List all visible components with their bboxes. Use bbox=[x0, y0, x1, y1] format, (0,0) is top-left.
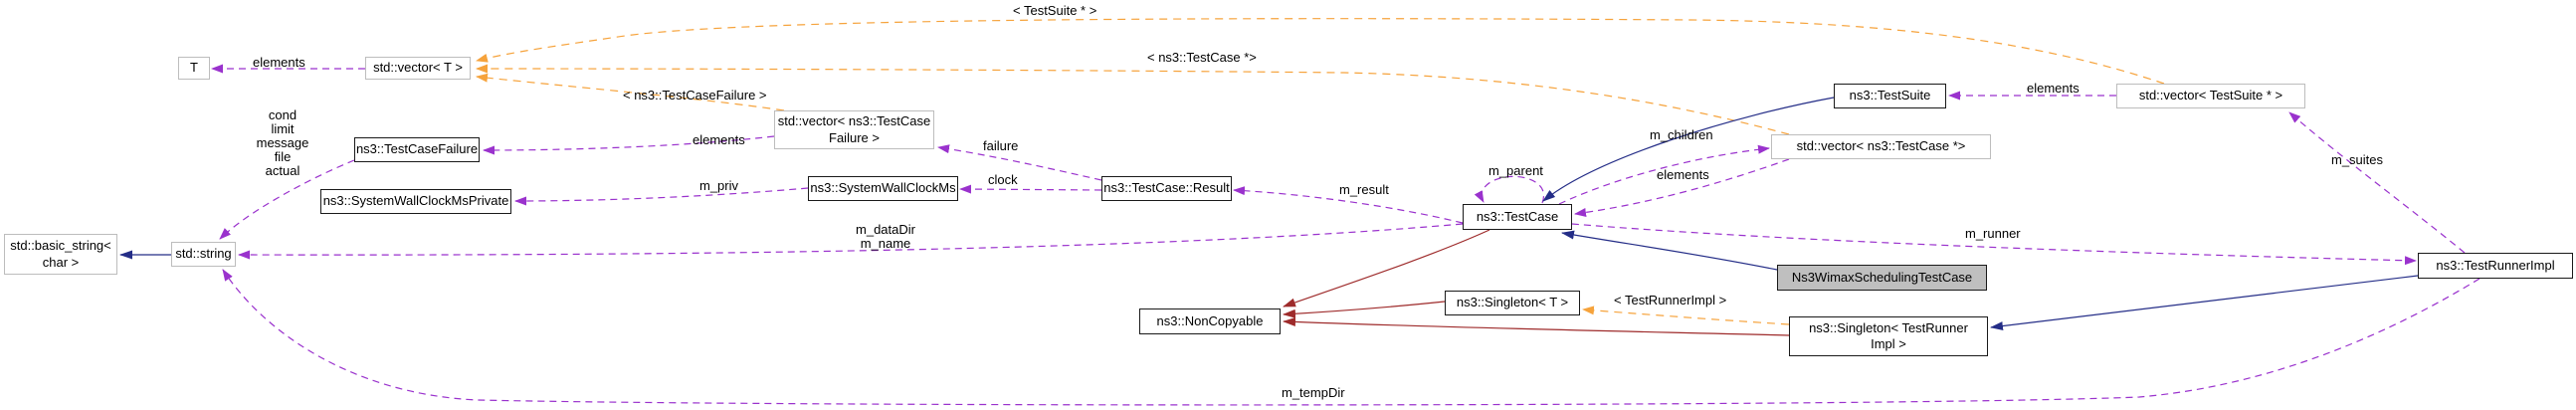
class-node-std-basic-string: std::basic_string< char > bbox=[4, 234, 117, 275]
edge-elements-testcasefailure bbox=[483, 135, 775, 155]
class-node-ns3-testcase-result[interactable]: ns3::TestCase::Result bbox=[1101, 176, 1232, 201]
edge-label-failure: failure bbox=[983, 138, 1019, 153]
class-node-std-vector-testcasefailure: std::vector< ns3::TestCase Failure > bbox=[774, 110, 934, 149]
edge-m-parent-selfloop bbox=[1474, 175, 1545, 204]
class-node-ns3-singleton-t[interactable]: ns3::Singleton< T > bbox=[1445, 291, 1580, 315]
edge-inherit-testrunnerimpl-singleton bbox=[1990, 275, 2419, 331]
edge-m-result bbox=[1233, 186, 1464, 224]
class-node-ns3-testrunnerimpl[interactable]: ns3::TestRunnerImpl bbox=[2418, 253, 2573, 279]
class-node-ns3-systemwallclockmsprivate[interactable]: ns3::SystemWallClockMsPrivate bbox=[320, 189, 511, 214]
class-node-std-vector-testcase-ptr: std::vector< ns3::TestCase *> bbox=[1771, 134, 1991, 159]
edge-template-vector-testcasefailure bbox=[476, 73, 785, 111]
edge-privinherit-testcase-noncopyable bbox=[1283, 229, 1490, 308]
edge-privinherit-singleton-tri-noncopyable bbox=[1283, 316, 1790, 336]
edge-label-clock: clock bbox=[988, 172, 1018, 187]
edge-template-vector-testcase-ptr bbox=[476, 64, 1790, 135]
edge-label-elements-t: elements bbox=[253, 55, 305, 70]
edge-inherit-testsuite-testcase bbox=[1542, 97, 1835, 202]
edge-template-singleton-testrunnerimpl bbox=[1582, 306, 1790, 325]
class-node-ns3-noncopyable[interactable]: ns3::NonCopyable bbox=[1139, 308, 1281, 334]
class-node-std-vector-t: std::vector< T > bbox=[365, 57, 471, 80]
edge-label-m-suites: m_suites bbox=[2331, 152, 2384, 167]
edge-privinherit-singleton-t-noncopyable bbox=[1283, 301, 1446, 318]
edge-label-template-testsuite-ptr: < TestSuite * > bbox=[1013, 3, 1097, 18]
class-node-ns3-singleton-testrunnerimpl[interactable]: ns3::Singleton< TestRunner Impl > bbox=[1789, 316, 1988, 356]
edge-m-children bbox=[1558, 144, 1770, 205]
edge-label-template-testcase-ptr: < ns3::TestCase *> bbox=[1147, 50, 1257, 65]
edge-failure bbox=[937, 144, 1102, 181]
edge-label-elements-children: elements bbox=[1657, 167, 1709, 182]
class-node-ns3wimaxschedulingtestcase: Ns3WimaxSchedulingTestCase bbox=[1777, 265, 1987, 291]
edge-m-runner bbox=[1571, 223, 2417, 266]
class-node-std-vector-testsuite-ptr: std::vector< TestSuite * > bbox=[2116, 84, 2305, 108]
edge-elements-testcase bbox=[1574, 158, 1790, 217]
edge-label-m-tempdir: m_tempDir bbox=[1282, 385, 1345, 400]
edge-cond-limit-message-file-actual bbox=[219, 159, 355, 240]
edge-label-template-testrunnerimpl: < TestRunnerImpl > bbox=[1614, 293, 1727, 308]
edge-template-vector-testsuite-ptr bbox=[476, 18, 2165, 85]
edge-clock bbox=[959, 184, 1102, 194]
edge-inherit-wimax-testcase bbox=[1561, 230, 1778, 271]
edge-label-elements-failure: elements bbox=[693, 132, 745, 147]
edge-m-priv bbox=[514, 187, 809, 206]
edge-label-m-datadir-m-name: m_dataDir m_name bbox=[856, 222, 915, 251]
class-node-ns3-systemwallclockms[interactable]: ns3::SystemWallClockMs bbox=[808, 176, 958, 201]
edge-label-elements-suites: elements bbox=[2027, 81, 2080, 96]
class-node-ns3-testcase[interactable]: ns3::TestCase bbox=[1463, 204, 1572, 230]
class-node-ns3-testcasefailure[interactable]: ns3::TestCaseFailure bbox=[354, 137, 480, 162]
class-node-t: T bbox=[178, 57, 210, 80]
edge-label-cond-limit-message-file-actual: cond limit message file actual bbox=[256, 107, 309, 178]
edge-m-tempdir bbox=[222, 269, 2480, 406]
class-node-ns3-testsuite[interactable]: ns3::TestSuite bbox=[1834, 84, 1946, 108]
edge-label-m-children: m_children bbox=[1650, 127, 1713, 142]
edge-label-m-runner: m_runner bbox=[1965, 226, 2021, 241]
edge-label-template-testcasefailure: < ns3::TestCaseFailure > bbox=[623, 88, 767, 102]
edge-label-m-result: m_result bbox=[1339, 182, 1389, 197]
edge-m-datadir-m-name bbox=[238, 223, 1464, 260]
edge-m-suites bbox=[2288, 111, 2466, 254]
class-node-std-string: std::string bbox=[171, 242, 236, 267]
edge-label-m-parent: m_parent bbox=[1488, 163, 1543, 178]
edge-label-m-priv: m_priv bbox=[699, 178, 739, 193]
